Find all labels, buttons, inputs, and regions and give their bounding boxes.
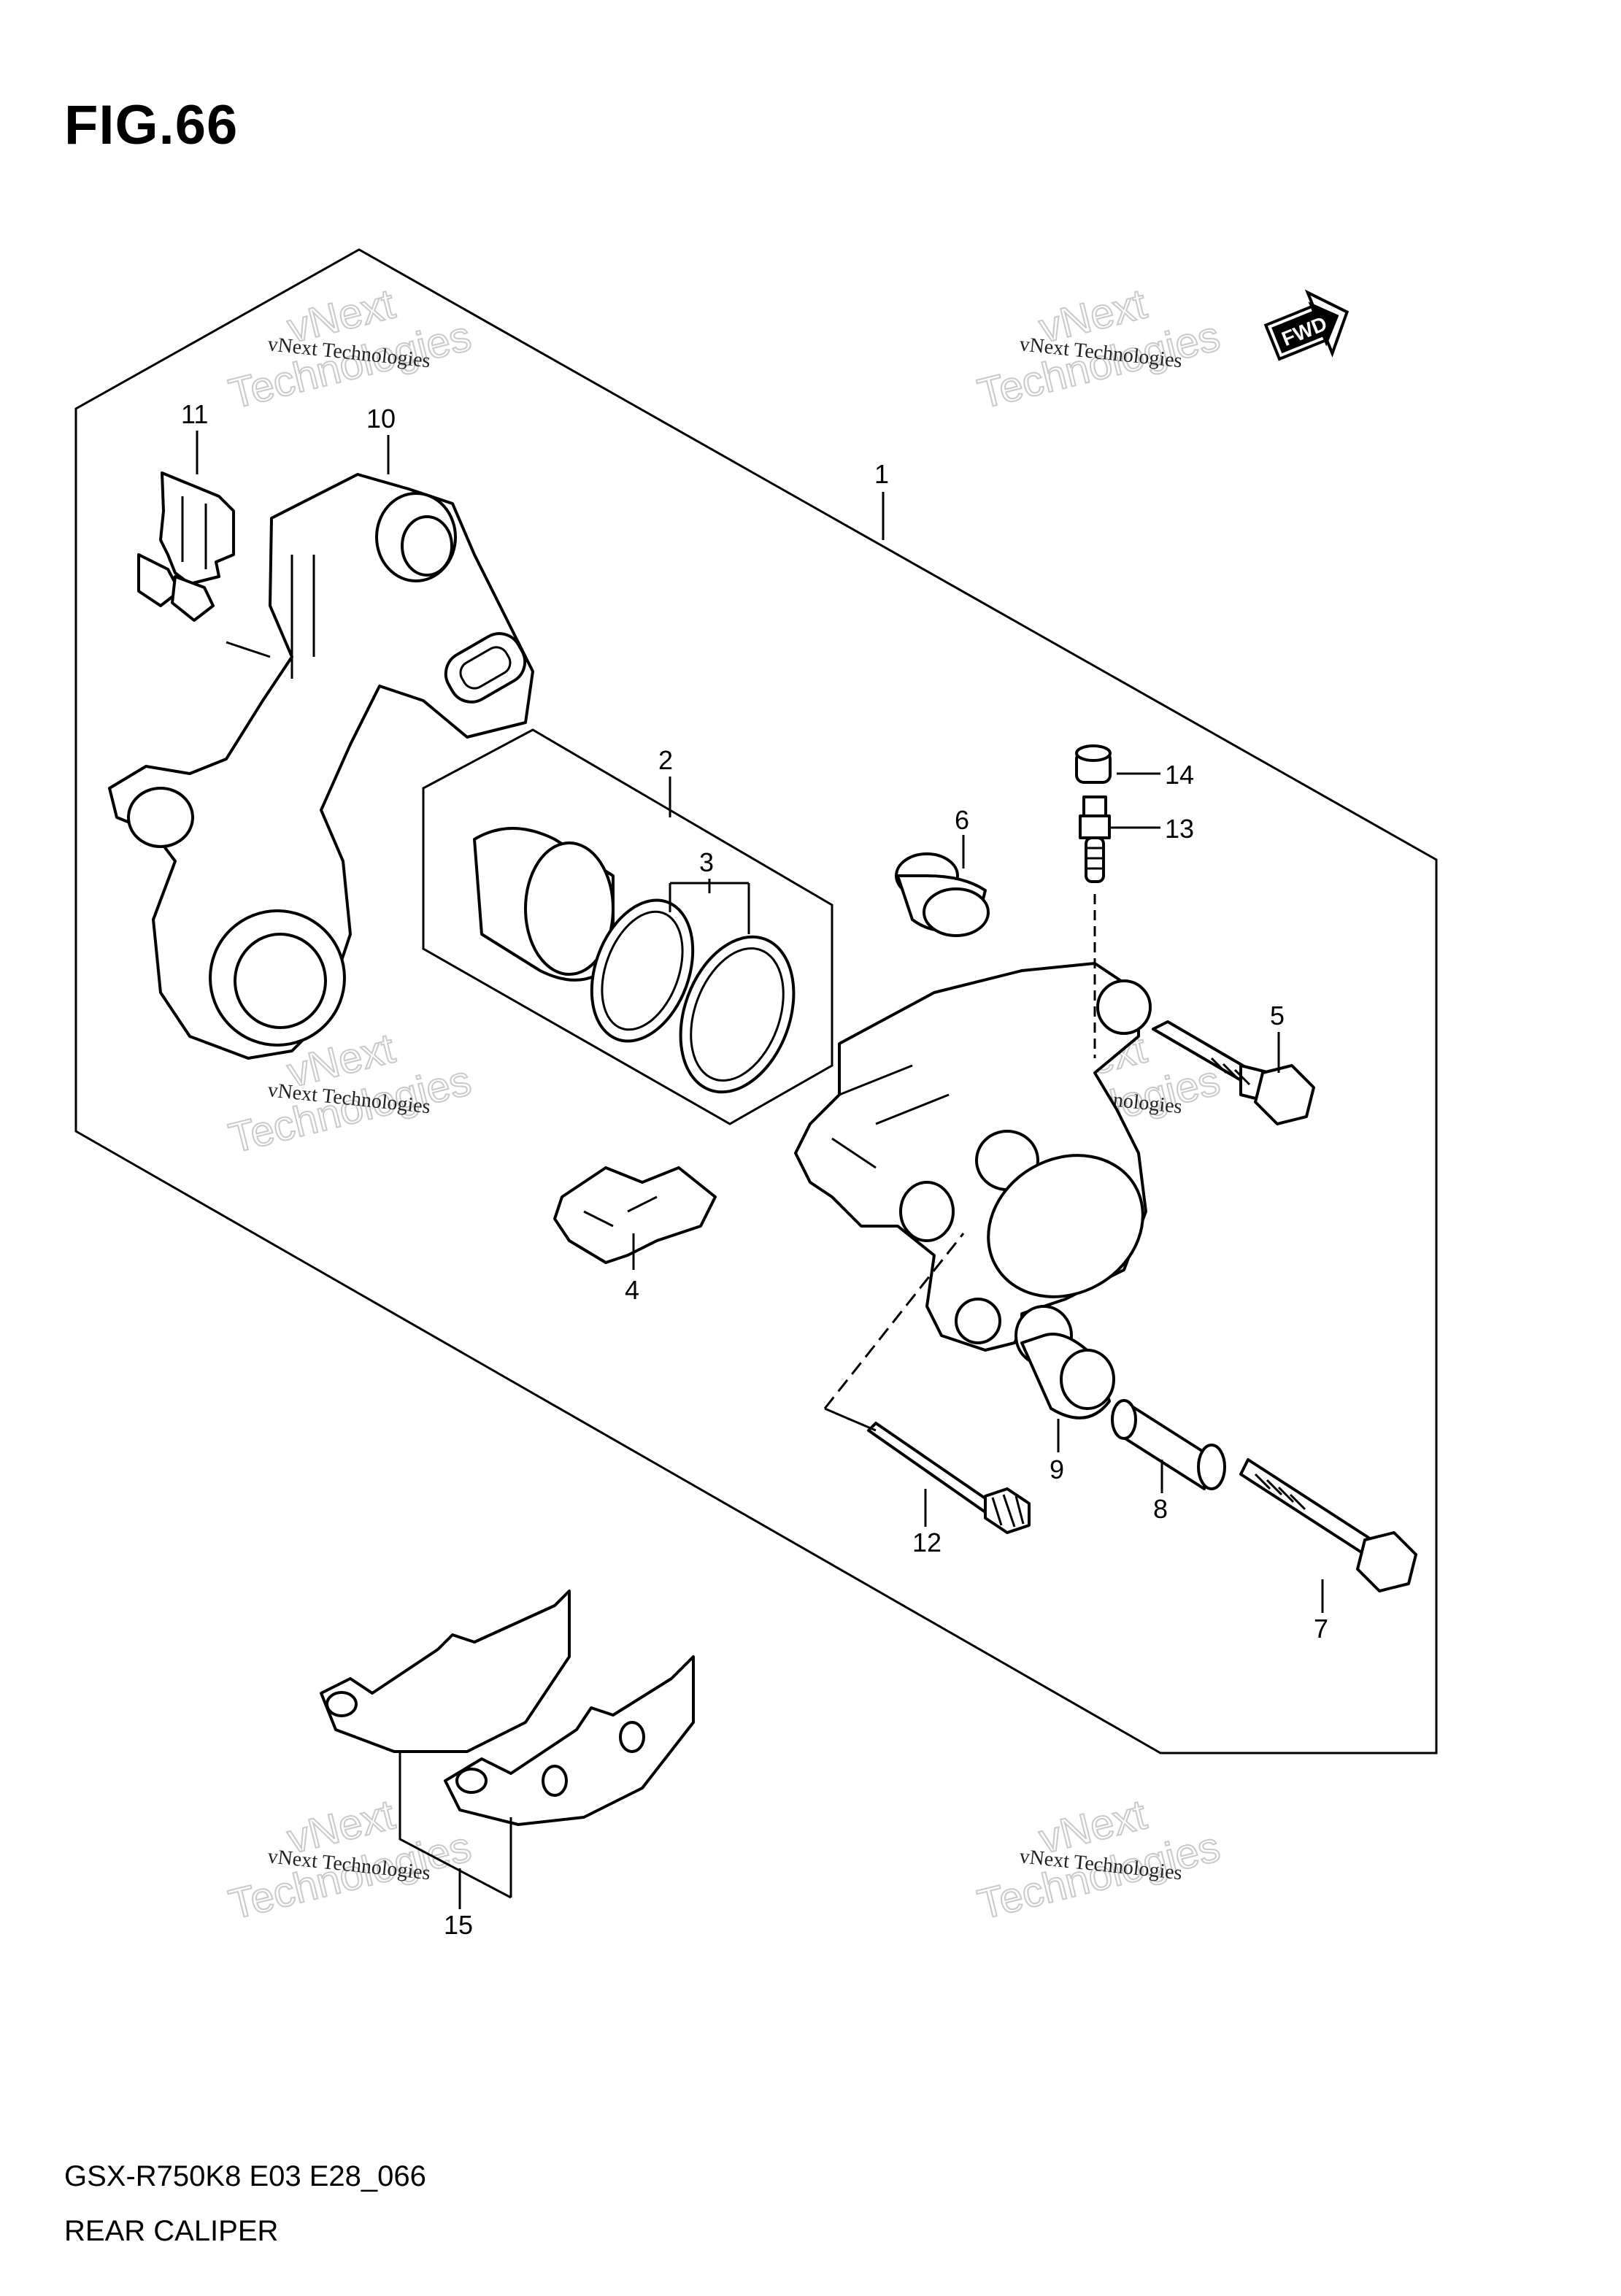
watermark-top-right: Technologies vNext vNext Technologies (972, 280, 1225, 419)
pad-spring-part (137, 471, 235, 622)
assembly-boundary (74, 248, 1438, 1754)
callout-12: 12 (912, 1528, 942, 1557)
figure-title: FIG.66 (64, 94, 239, 156)
assembly-name: REAR CALIPER (64, 2215, 279, 2247)
sleeve-part (1111, 1399, 1226, 1490)
callout-2: 2 (658, 745, 673, 775)
pad-pin-install-line-2 (824, 1407, 877, 1432)
bleeder-cap-part (1075, 744, 1112, 784)
callout-15: 15 (444, 1910, 473, 1940)
lower-boot-part (1014, 1305, 1115, 1419)
caliper-body-part (794, 962, 1152, 1352)
mounting-bolt-part (1239, 1458, 1417, 1592)
watermark-bottom-right: Technologies vNext vNext Technologies (972, 1790, 1225, 1930)
pad-clip-part (553, 1166, 717, 1264)
pin-bolt-part (1152, 1020, 1315, 1125)
callout-9: 9 (1050, 1455, 1064, 1484)
brake-pad-part-2 (444, 1655, 695, 1826)
watermark-top-left: Technologies vNext vNext Technologies (223, 280, 476, 419)
callout-7: 7 (1314, 1614, 1328, 1644)
piston-kit-boundary (422, 728, 833, 1125)
callout-6: 6 (955, 805, 969, 835)
callout-labels: 1 2 3 4 5 6 7 8 9 10 11 12 13 14 15 (181, 399, 1328, 1940)
callout-1: 1 (874, 459, 889, 489)
callout-11: 11 (181, 399, 208, 429)
callout-14: 14 (1165, 760, 1194, 790)
pad-pin-install-line (823, 1233, 965, 1409)
brake-pad-part (320, 1590, 571, 1753)
caliper-bracket-part (108, 473, 534, 1060)
bleeder-valve-part (1079, 795, 1111, 883)
leader-lines (196, 431, 1324, 1909)
fwd-arrow-icon: FWD (1263, 289, 1349, 361)
callout-8: 8 (1153, 1494, 1168, 1524)
pad-pin-part (867, 1422, 1031, 1534)
callout-3: 3 (699, 847, 714, 877)
model-code: GSX-R750K8 E03 E28_066 (64, 2160, 426, 2192)
slide-pin-boot-part (895, 852, 990, 937)
callout-10: 10 (366, 404, 396, 434)
piston-seal-part (590, 898, 695, 1043)
callout-4: 4 (625, 1275, 639, 1305)
callout-5: 5 (1270, 1001, 1285, 1030)
piston-part (473, 827, 615, 982)
callout-13: 13 (1165, 814, 1194, 844)
dust-seal-part (679, 935, 796, 1094)
